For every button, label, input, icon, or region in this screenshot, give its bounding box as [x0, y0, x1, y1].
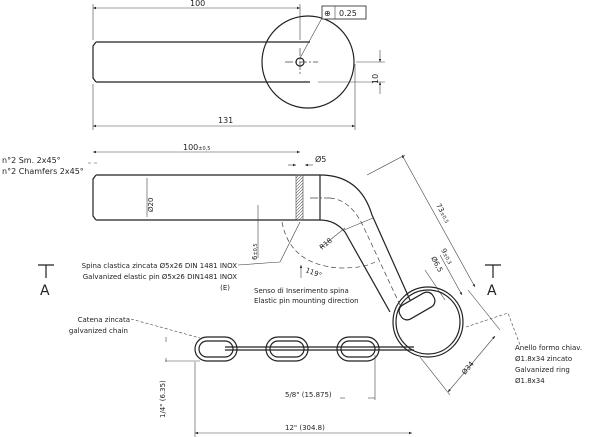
dim-length: 100 [190, 0, 205, 8]
ring-label-3: Galvanized ring [515, 366, 570, 374]
dim-ring-dia: Ø34 [460, 360, 476, 377]
bent-pin-outline [92, 174, 411, 313]
chain-label-en: galvanized chain [69, 327, 128, 335]
position-tolerance-icon: ⊕ [324, 9, 331, 18]
svg-text:A: A [487, 283, 497, 299]
mount-direction-it: Senso di Inserimento spina [254, 287, 349, 295]
dim-pin-offset: 6±0,5 [251, 243, 259, 260]
dim-leg: 73±0,5 [434, 202, 451, 224]
svg-text:A: A [40, 283, 50, 299]
dim-chain-pitch: 5/8" (15.875) [285, 391, 332, 399]
pin-label-code: (E) [220, 284, 230, 292]
section-marker-left: A [38, 264, 54, 299]
chain-link [265, 336, 309, 362]
dim-chain-length: 12" (304.8) [285, 424, 325, 432]
dim-chain-width: 1/4" (6.35) [159, 380, 167, 418]
ring-label-1: Anello formo chiav. [515, 344, 582, 352]
chamfer-label-it: n°2 Sm. 2x45° [2, 156, 61, 165]
dim-hole-offset: 9±0,3 [439, 247, 454, 265]
elastic-pin [295, 174, 304, 221]
pin-label-en: Galvanized elastic pin Ø5x26 DIN1481 INO… [83, 273, 237, 281]
pin-label-it: Spina clastica zincata Ø5x26 DIN 1481 IN… [82, 262, 238, 270]
dim-pin-dia: Ø5 [315, 154, 326, 164]
ring-label-2: Ø1.8x34 zincato [515, 355, 572, 363]
chain: Catena zincata galvanized chain 1/4" (6.… [69, 316, 414, 437]
key-ring: Ø34 Anello formo chiav. Ø1.8x34 zincato … [392, 286, 582, 396]
dim-total: 131 [218, 116, 233, 125]
ring-label-4: Ø1.8x34 [515, 377, 545, 385]
rod-top-outline [92, 41, 310, 83]
chain-link [336, 336, 380, 362]
mount-direction-en: Elastic pin mounting direction [254, 297, 359, 305]
top-view: 100 ⊕ 0.25 10 131 [92, 0, 385, 130]
dim-rod-dia: Ø20 [147, 198, 155, 212]
position-tolerance: 0.25 [339, 9, 357, 18]
chain-label-it: Catena zincata [78, 316, 130, 324]
position-tolerance-frame [321, 5, 367, 20]
dim-thickness: 10 [371, 74, 380, 84]
dim-angle: 119° [304, 266, 323, 279]
head-circle [261, 15, 355, 109]
chamfer-label-en: n°2 Chamfers 2x45° [2, 167, 84, 176]
section-marker-right: A [485, 264, 501, 299]
dim-length-front: 100±0,5 [183, 143, 210, 152]
chain-link [194, 336, 238, 362]
